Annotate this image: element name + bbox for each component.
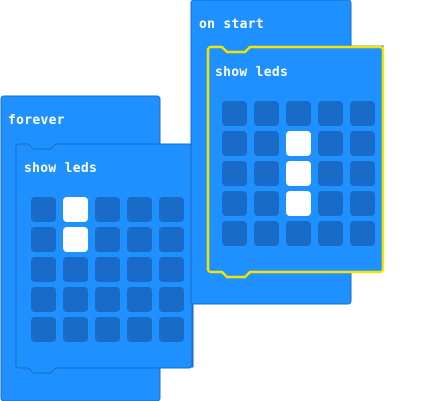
led-toggle[interactable] [286, 131, 311, 156]
led-toggle[interactable] [159, 197, 184, 222]
led-toggle[interactable] [222, 131, 247, 156]
led-toggle[interactable] [318, 191, 343, 216]
on-start-led-grid [222, 101, 375, 246]
led-toggle[interactable] [254, 101, 279, 126]
led-toggle[interactable] [95, 287, 120, 312]
led-toggle[interactable] [222, 221, 247, 246]
led-toggle[interactable] [127, 257, 152, 282]
led-toggle[interactable] [254, 191, 279, 216]
led-toggle[interactable] [127, 317, 152, 342]
led-toggle[interactable] [127, 287, 152, 312]
led-toggle[interactable] [254, 161, 279, 186]
led-toggle[interactable] [318, 101, 343, 126]
led-toggle[interactable] [222, 161, 247, 186]
led-toggle[interactable] [318, 221, 343, 246]
led-toggle[interactable] [254, 131, 279, 156]
led-toggle[interactable] [350, 191, 375, 216]
led-toggle[interactable] [222, 191, 247, 216]
led-toggle[interactable] [318, 161, 343, 186]
led-toggle[interactable] [222, 101, 247, 126]
led-toggle[interactable] [286, 221, 311, 246]
led-toggle[interactable] [350, 131, 375, 156]
led-toggle[interactable] [159, 317, 184, 342]
led-toggle[interactable] [350, 161, 375, 186]
led-toggle[interactable] [31, 317, 56, 342]
led-toggle[interactable] [350, 101, 375, 126]
on-start-label: on start [199, 17, 265, 32]
led-toggle[interactable] [350, 221, 375, 246]
led-toggle[interactable] [31, 197, 56, 222]
led-toggle[interactable] [31, 287, 56, 312]
led-toggle[interactable] [159, 227, 184, 252]
forever-show-leds-label: show leds [24, 161, 98, 176]
led-toggle[interactable] [63, 287, 88, 312]
led-toggle[interactable] [318, 131, 343, 156]
led-toggle[interactable] [95, 257, 120, 282]
led-toggle[interactable] [63, 317, 88, 342]
led-toggle[interactable] [127, 227, 152, 252]
led-toggle[interactable] [286, 161, 311, 186]
led-toggle[interactable] [286, 101, 311, 126]
led-toggle[interactable] [63, 227, 88, 252]
forever-label: forever [8, 113, 65, 128]
led-toggle[interactable] [31, 227, 56, 252]
led-toggle[interactable] [286, 191, 311, 216]
led-toggle[interactable] [63, 257, 88, 282]
led-toggle[interactable] [159, 287, 184, 312]
led-toggle[interactable] [63, 197, 88, 222]
forever-led-grid [31, 197, 184, 342]
led-toggle[interactable] [95, 227, 120, 252]
led-toggle[interactable] [254, 221, 279, 246]
led-toggle[interactable] [95, 317, 120, 342]
on-start-show-leds-label: show leds [215, 65, 289, 80]
led-toggle[interactable] [95, 197, 120, 222]
led-toggle[interactable] [31, 257, 56, 282]
led-toggle[interactable] [127, 197, 152, 222]
led-toggle[interactable] [159, 257, 184, 282]
